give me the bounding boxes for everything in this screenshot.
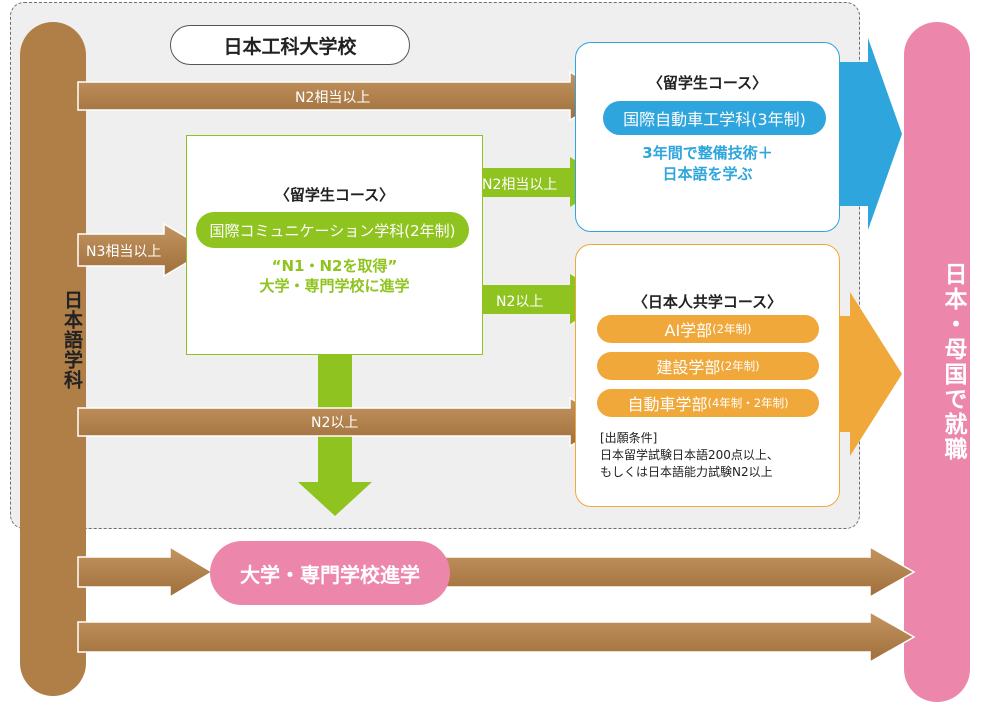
auto-course-title: 〈留学生コース〉	[647, 74, 768, 92]
brown-arrow-bottom	[77, 610, 916, 664]
ai-dept-years: (2年制)	[712, 322, 752, 336]
brown-arrow-university-to-employment	[439, 545, 916, 599]
application-conditions: [出願条件] 日本留学試験日本語200点以上、 もしくは日本語能力試験N2以上	[600, 430, 840, 481]
construction-dept-name: 建設学部	[656, 358, 721, 377]
communication-desc-line1: “N1・N2を取得”	[271, 257, 398, 275]
blue-big-arrow	[840, 38, 902, 230]
automobile-dept-pill: 自動車学部(4年制・2年制)	[597, 389, 819, 417]
auto-desc-line1: 3年間で整備技術＋	[642, 144, 773, 162]
auto-dept-pill: 国際自動車工学科(3年制)	[603, 101, 826, 135]
conditions-title: [出願条件]	[600, 431, 658, 445]
employment-bar	[904, 22, 970, 702]
university-pill: 大学・専門学校進学	[210, 541, 450, 605]
communication-dept-pill: 国際コミュニケーション学科(2年制)	[196, 212, 469, 248]
auto-course-box	[575, 42, 840, 232]
communication-desc-line2: 大学・専門学校に進学	[259, 277, 410, 295]
communication-arrow-label: N3相当以上	[86, 244, 162, 260]
conditions-line2: もしくは日本語能力試験N2以上	[600, 465, 773, 479]
auto-course-desc: 3年間で整備技術＋ 日本語を学ぶ	[578, 143, 837, 185]
construction-dept-pill: 建設学部(2年制)	[597, 352, 819, 380]
comm-to-japanese-label: N2以上	[496, 294, 544, 310]
green-arrow-to-auto	[467, 157, 610, 207]
middle-arrow-label: N2以上	[311, 415, 359, 431]
automobile-dept-years: (4年制・2年制)	[707, 396, 789, 410]
construction-dept-years: (2年制)	[720, 359, 760, 373]
conditions-line1: 日本留学試験日本語200点以上、	[600, 448, 779, 462]
communication-course-desc: “N1・N2を取得” 大学・専門学校に進学	[190, 256, 479, 296]
ai-dept-name: AI学部	[664, 321, 713, 340]
right-bar-label: 日本・母国で就職	[940, 262, 966, 462]
orange-big-arrow	[840, 292, 902, 456]
left-bar-label: 日本語学科	[61, 290, 83, 390]
japanese-language-dept-bar	[20, 22, 86, 696]
japanese-course-title: 〈日本人共学コース〉	[632, 293, 783, 311]
brown-arrow-to-university	[77, 545, 214, 599]
school-name: 日本工科大学校	[170, 25, 410, 65]
top-arrow-label: N2相当以上	[295, 90, 371, 106]
auto-desc-line2: 日本語を学ぶ	[662, 165, 753, 183]
communication-course-title: 〈留学生コース〉	[274, 186, 395, 204]
green-arrow-to-japanese	[467, 274, 610, 324]
ai-dept-pill: AI学部(2年制)	[597, 315, 819, 343]
comm-to-auto-label: N2相当以上	[482, 177, 558, 193]
automobile-dept-name: 自動車学部	[627, 395, 708, 414]
